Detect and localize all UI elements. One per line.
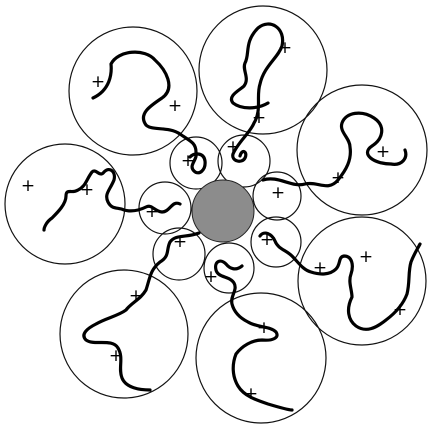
chain-7 xyxy=(44,170,180,230)
charge-plus-9: + xyxy=(271,183,285,203)
central-core xyxy=(192,180,254,242)
charge-plus-18: + xyxy=(129,286,143,306)
charge-plus-22: + xyxy=(244,384,258,404)
charge-plus-12: + xyxy=(145,202,159,222)
charge-plus-7: + xyxy=(376,142,390,162)
charge-plus-8: + xyxy=(331,168,345,188)
charge-plus-13: + xyxy=(173,232,187,252)
charge-plus-19: + xyxy=(109,346,123,366)
large-blob-1 xyxy=(69,27,197,155)
charge-plus-17: + xyxy=(393,300,407,320)
charge-plus-20: + xyxy=(204,267,218,287)
charge-plus-21: + xyxy=(257,318,271,338)
charge-plus-1: + xyxy=(91,72,105,92)
charge-plus-6: + xyxy=(181,151,195,171)
charge-plus-3: + xyxy=(278,38,292,58)
charge-plus-11: + xyxy=(80,180,94,200)
chain-6 xyxy=(84,233,199,390)
charge-plus-2: + xyxy=(168,96,182,116)
charge-plus-10: + xyxy=(21,176,35,196)
charge-plus-14: + xyxy=(260,230,274,250)
charge-plus-16: + xyxy=(359,247,373,267)
charge-plus-15: + xyxy=(313,258,327,278)
charge-plus-5: + xyxy=(226,137,240,157)
charge-plus-4: + xyxy=(252,108,266,128)
